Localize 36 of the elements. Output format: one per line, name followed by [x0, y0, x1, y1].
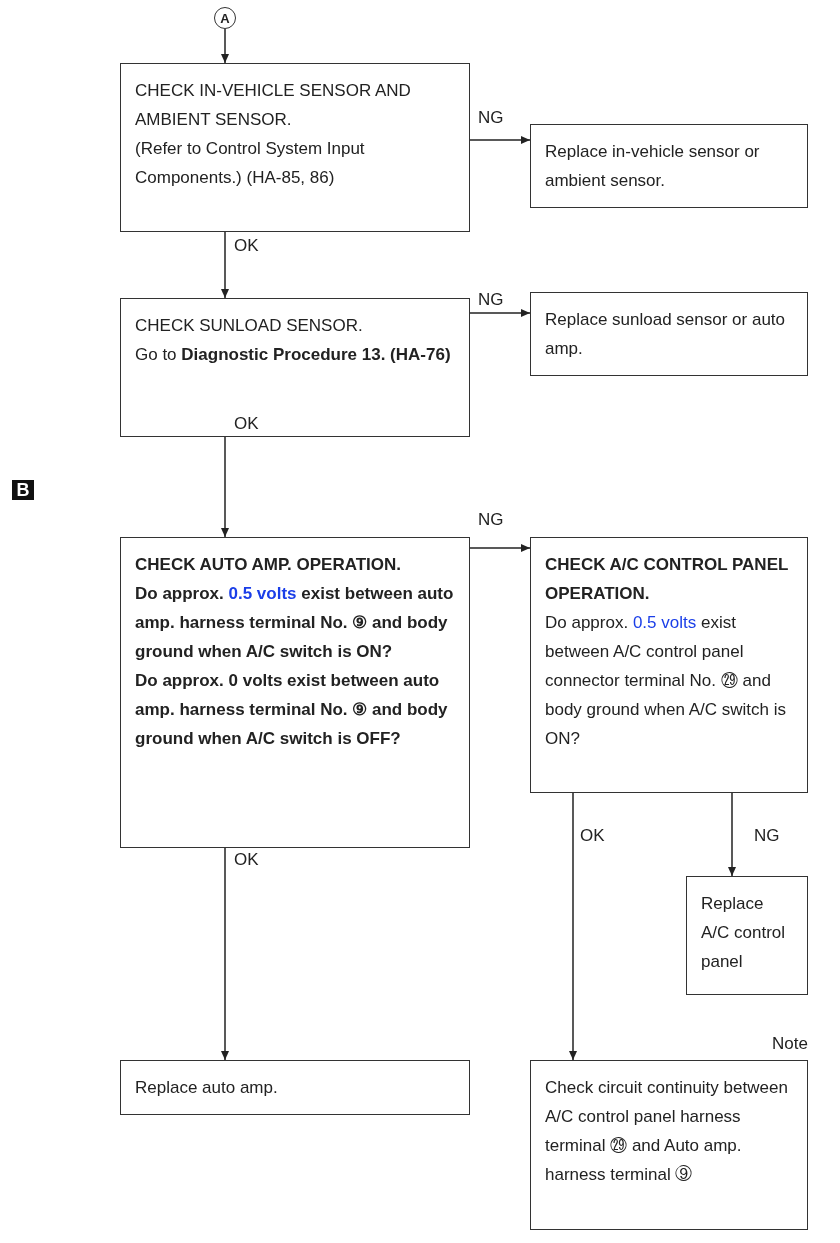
process-box: [686, 876, 808, 995]
box-text: Replace in-vehicle sensor or ambient sensor.: [545, 141, 761, 192]
box-text: Replace sunload sensor or auto amp.: [545, 309, 787, 360]
box-text: Do approx. 0 volts exist between auto amp. harness terminal No. ⑨ and body ground when A/C switch is OFF?: [135, 670, 449, 750]
box-heading: CHECK SUNLOAD SENSOR.: [135, 315, 364, 337]
arrow: [728, 792, 736, 877]
process-box: [530, 292, 808, 376]
process-box: [120, 537, 470, 848]
arrow: [469, 136, 531, 144]
arrow: [469, 309, 531, 317]
arrow: [221, 231, 229, 299]
connector-letter: A: [220, 11, 230, 25]
arrow: [221, 847, 229, 1061]
box-text: Do approx. 0.5 volts exist between auto amp. harness terminal No. ⑨ and body ground when A/C switch is ON?: [135, 583, 455, 663]
box-text: (Refer to Control System Input Components.) (HA-85, 86): [135, 138, 366, 189]
arrow: [469, 544, 531, 552]
box-heading: CHECK AUTO AMP. OPERATION.: [135, 554, 403, 576]
arrow: [221, 28, 229, 64]
box-text: Do approx. 0.5 volts exist between A/C control panel connector terminal No. ㉙ and body ground when A/C switch is ON?: [545, 612, 787, 750]
box-heading: CHECK IN-VEHICLE SENSOR AND AMBIENT SENSOR.: [135, 80, 412, 131]
process-box: [120, 1060, 470, 1115]
process-box: [120, 298, 470, 437]
note-text: Note: [772, 1034, 808, 1054]
box-text: Replace auto amp.: [135, 1077, 279, 1099]
process-box: [530, 1060, 808, 1230]
arrow: [221, 436, 229, 538]
box-text: Check circuit continuity between A/C control panel harness terminal ㉙ and Auto amp. harness terminal ⑨: [545, 1077, 789, 1186]
process-box: [530, 124, 808, 208]
box-text: Replace A/C control panel: [701, 893, 787, 973]
process-box: [530, 537, 808, 793]
box-text: Go to Diagnostic Procedure 13. (HA-76): [135, 344, 452, 366]
connector-circle: [214, 7, 236, 29]
box-heading: CHECK A/C CONTROL PANEL OPERATION.: [545, 554, 790, 605]
section-marker: B: [12, 480, 34, 500]
arrow: [569, 792, 577, 1061]
process-box: [120, 63, 470, 232]
